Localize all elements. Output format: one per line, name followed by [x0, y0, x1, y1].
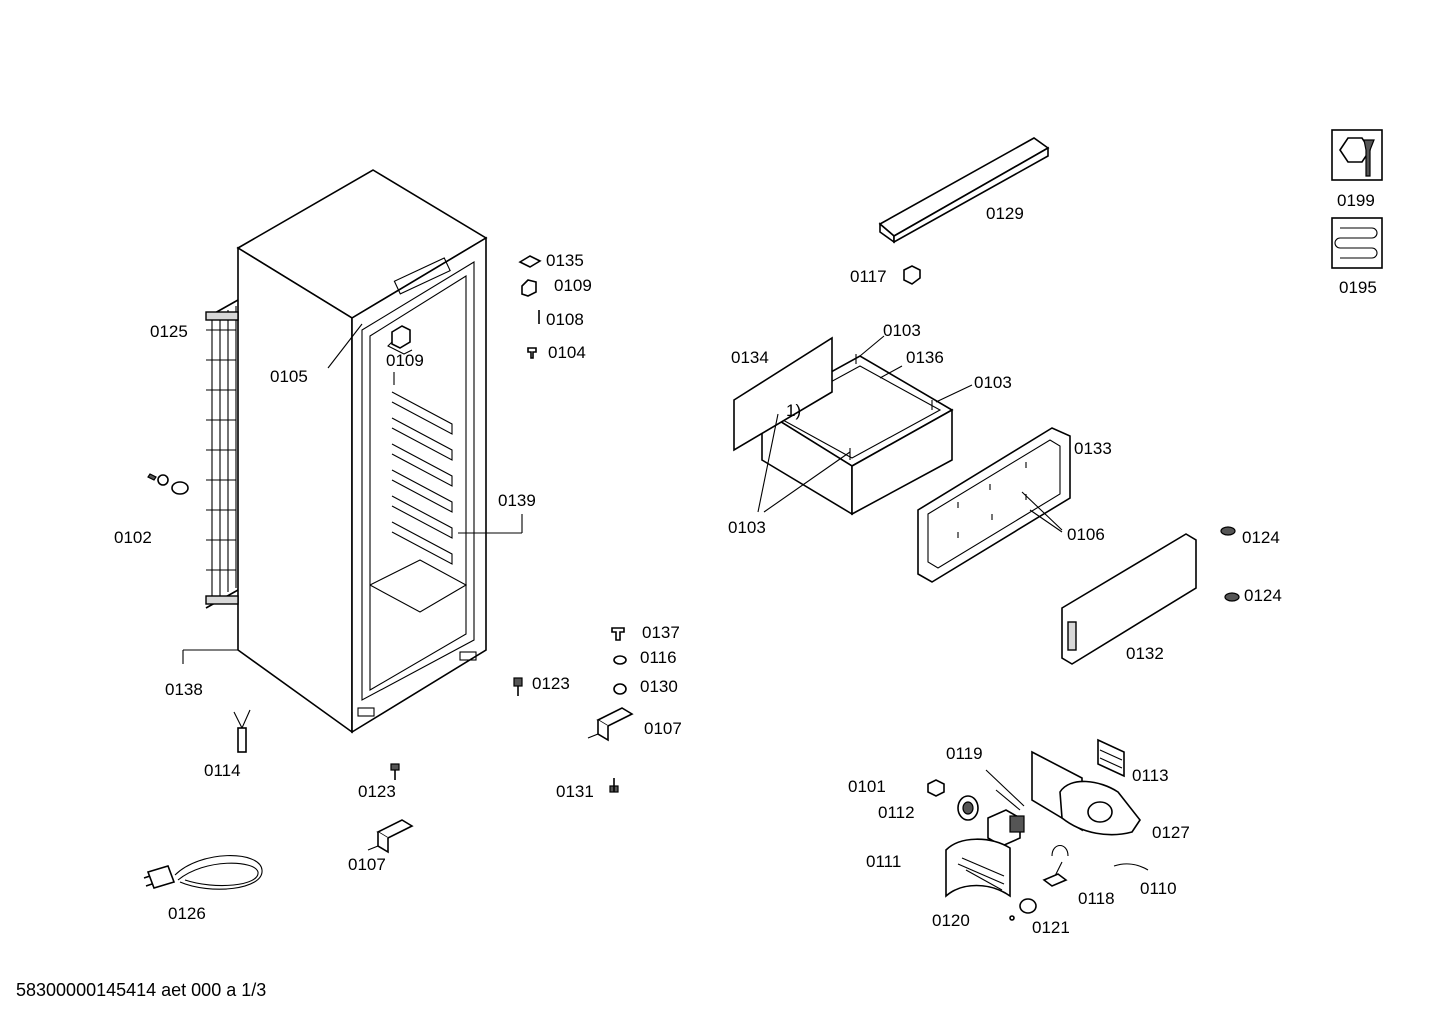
thermostat-knob[interactable] [147, 473, 189, 495]
label-0106: 0106 [1067, 525, 1105, 544]
condenser-coil[interactable] [205, 299, 239, 609]
door-panel[interactable] [1061, 533, 1197, 665]
label-0114: 0114 [204, 761, 241, 780]
nut-and-wrench-icon[interactable] [1331, 129, 1383, 181]
label-note-1: 1) [786, 401, 801, 420]
label-0117: 0117 [850, 267, 887, 286]
label-0119: 0119 [946, 744, 983, 763]
label-0109-inside: 0109 [386, 351, 424, 370]
label-0124-bottom: 0124 [1244, 586, 1282, 605]
label-0129: 0129 [986, 204, 1024, 223]
label-0134: 0134 [731, 348, 769, 367]
drawer-frame[interactable] [917, 427, 1071, 583]
label-0113: 0113 [1132, 766, 1169, 785]
seal-0110[interactable] [1113, 863, 1149, 871]
label-0118: 0118 [1078, 889, 1115, 908]
foot-bracket-right[interactable] [587, 707, 634, 742]
foot-bracket-bottom[interactable] [367, 819, 414, 854]
label-0199: 0199 [1337, 191, 1375, 210]
label-0111: 0111 [866, 852, 901, 871]
cabinet-body[interactable] [236, 169, 488, 734]
label-0126: 0126 [168, 904, 206, 923]
clip-0124-top[interactable] [1220, 526, 1236, 536]
label-0127: 0127 [1152, 823, 1190, 842]
label-0132: 0132 [1126, 644, 1164, 663]
label-0112: 0112 [878, 803, 915, 822]
label-0107-bottom: 0107 [348, 855, 386, 874]
label-0102: 0102 [114, 528, 152, 547]
label-0104: 0104 [548, 343, 586, 362]
label-0108: 0108 [546, 310, 584, 329]
grommet-0121[interactable] [1009, 898, 1037, 921]
label-0110: 0110 [1140, 879, 1177, 898]
label-0109: 0109 [554, 276, 592, 295]
label-0120: 0120 [932, 911, 970, 930]
label-0195: 0195 [1339, 278, 1377, 297]
handle-bar[interactable] [878, 137, 1050, 244]
drawer-box[interactable] [760, 354, 954, 516]
document-footer: 58300000145414 aet 000 a 1/3 [16, 980, 267, 1000]
label-0133: 0133 [1074, 439, 1112, 458]
label-0124-top: 0124 [1242, 528, 1280, 547]
clip-0124-bottom[interactable] [1224, 592, 1240, 602]
label-0130: 0130 [640, 677, 678, 696]
coil-icon[interactable] [1331, 217, 1383, 269]
leader-lines-left [182, 323, 523, 664]
label-0139: 0139 [498, 491, 536, 510]
label-0136: 0136 [906, 348, 944, 367]
label-0123-bottom: 0123 [358, 782, 396, 801]
side-panel[interactable] [733, 336, 833, 452]
label-0125: 0125 [150, 322, 188, 341]
label-0103-bottom: 0103 [728, 518, 766, 537]
screw-0101[interactable] [927, 779, 945, 797]
label-0103-top: 0103 [883, 321, 921, 340]
bracket-inside[interactable] [387, 325, 413, 355]
label-0138: 0138 [165, 680, 203, 699]
label-0103-right: 0103 [974, 373, 1012, 392]
clip-0113[interactable] [1097, 738, 1125, 778]
label-0105: 0105 [270, 367, 308, 386]
screw-0123-right[interactable] [513, 677, 523, 696]
label-0131: 0131 [556, 782, 594, 801]
label-0135: 0135 [546, 251, 584, 270]
lamp-cover[interactable] [1031, 750, 1141, 836]
screw-0123-bottom[interactable] [390, 763, 400, 780]
spring-0118[interactable] [1042, 844, 1069, 887]
label-0116: 0116 [640, 648, 677, 667]
power-cord[interactable] [143, 855, 263, 890]
capillary-part[interactable] [233, 709, 251, 753]
label-0107-right: 0107 [644, 719, 682, 738]
small-cap-0117[interactable] [903, 265, 921, 285]
lamp-socket[interactable] [985, 769, 1025, 847]
label-0121: 0121 [1032, 918, 1070, 937]
lamp-shade-0120[interactable] [945, 838, 1011, 898]
label-0101: 0101 [848, 777, 886, 796]
small-parts-middle[interactable] [609, 627, 627, 793]
label-0123-right: 0123 [532, 674, 570, 693]
small-parts-top[interactable] [518, 255, 542, 359]
leader-lines-right [757, 335, 1063, 533]
switch-0112[interactable] [957, 795, 979, 821]
label-0137: 0137 [642, 623, 680, 642]
